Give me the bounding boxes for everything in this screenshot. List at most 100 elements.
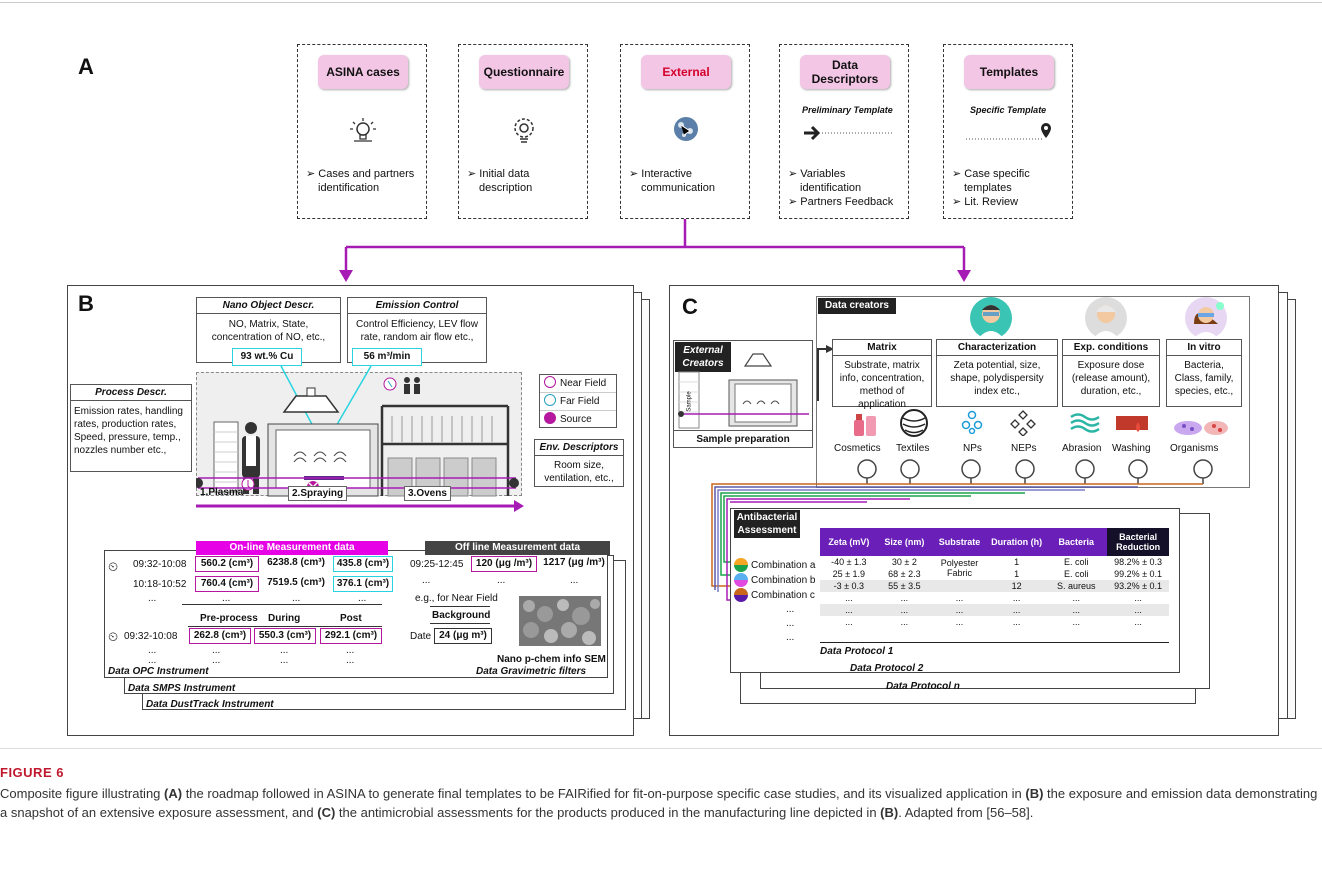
column-in-vitro-text: Bacteria, Class, family, species, etc.,: [1166, 355, 1242, 407]
col-bacteria: Bacteria: [1045, 528, 1108, 556]
phase-post: Post: [340, 613, 362, 624]
column-characterization-text: Zeta potential, size, shape, polydispers…: [936, 355, 1058, 407]
step-title: ASINA cases: [318, 55, 408, 89]
lightbulb-icon: [350, 118, 376, 142]
date-label: Date: [410, 631, 432, 642]
figure-caption: Composite figure illustrating (A) the ro…: [0, 786, 1318, 820]
grav-caption: Data Gravimetric filters: [476, 666, 587, 677]
sample-tag: Sample: [686, 391, 693, 412]
far-field-icon: [544, 394, 556, 406]
legend-near-field: Near Field: [540, 375, 616, 393]
manufacturing-line-illustration: [196, 365, 524, 512]
step-questionnaire: Questionnaire ➢ Initial data description: [458, 44, 588, 219]
sem-image: [519, 596, 601, 646]
step-bullets: ➢ Variables identification➢ Partners Fee…: [788, 168, 894, 208]
step-title: Data Descriptors: [800, 55, 890, 89]
icon-label-abrasion: Abrasion: [1062, 443, 1102, 454]
sample-prep-illustration: [678, 353, 809, 429]
online-value: 376.1 (cm³): [333, 576, 393, 592]
table-row: ..................: [820, 592, 1169, 604]
step-bullets: ➢ Case specific templates➢ Lit. Review: [952, 168, 1030, 208]
stage-plasma: 1.Plasma: [200, 487, 244, 498]
combination-marker-b: [734, 573, 748, 587]
external-creators-label: External Creators: [675, 342, 731, 372]
antibacterial-header: Antibacterial Assessment: [734, 510, 800, 538]
online-header: On-line Measurement data: [196, 541, 388, 555]
col-size: Size (nm): [877, 528, 932, 556]
ellipsis: ...: [280, 655, 289, 666]
phase-value: 550.3 (cm³): [254, 628, 316, 644]
clock-icon: ⏲: [108, 629, 119, 644]
nps-icon: [961, 410, 983, 434]
col-substrate: Substrate: [931, 528, 988, 556]
near-field-icon: [544, 376, 556, 388]
col-reduction: Bacterial Reduction: [1107, 528, 1169, 556]
nano-value: 93 wt.% Cu: [232, 348, 302, 366]
field-legend: Near Field Far Field Source: [539, 374, 617, 428]
protocol-1-label: Data Protocol 1: [820, 646, 894, 657]
ellipsis: ...: [358, 593, 367, 604]
sample-prep-label: Sample preparation: [673, 430, 813, 446]
scientist-avatar-icon: [970, 297, 1012, 340]
combination-marker-a: [734, 558, 748, 572]
panel-label-b: B: [78, 291, 94, 316]
icon-label-cosmetics: Cosmetics: [834, 443, 881, 454]
divider: [820, 642, 1169, 643]
divider: [188, 626, 382, 627]
process-descr-text: Emission rates, handling rates, producti…: [70, 400, 192, 472]
online-time-1: 09:32-10:08: [133, 559, 187, 570]
icon-label-organisms: Organisms: [1170, 443, 1219, 454]
top-rule: [0, 2, 1322, 3]
location-pin-icon: [966, 123, 1051, 140]
instrument-dusttrack: Data DustTrack Instrument: [146, 699, 274, 710]
icon-label-washing: Washing: [1112, 443, 1151, 454]
combination-a: Combination a: [751, 560, 816, 571]
stage-ovens: 3.Ovens: [404, 486, 451, 501]
combination-b: Combination b: [751, 575, 816, 586]
divider: [182, 604, 382, 605]
data-creators-header: Data creators: [818, 298, 896, 314]
clock-icon: ⏲: [108, 559, 119, 574]
step-data-descriptors: Data Descriptors Preliminary Template ➢ …: [779, 44, 909, 219]
neps-icon: [1010, 410, 1036, 436]
offline-value: 120 (μg /m³): [471, 556, 537, 572]
legend-source: Source: [540, 411, 616, 428]
ellipsis: ...: [786, 632, 795, 643]
caption-rule: [0, 748, 1322, 749]
stage-spraying: 2.Spraying: [288, 486, 348, 501]
ellipsis: ...: [212, 655, 221, 666]
online-value: 760.4 (cm³): [195, 576, 259, 592]
step-bullets: ➢ Cases and partners identification: [306, 168, 415, 194]
textiles-icon: [900, 409, 928, 437]
ellipsis: ...: [222, 593, 231, 604]
ellipsis: ...: [280, 645, 289, 656]
source-icon: [544, 412, 556, 424]
bracket-arrow: [817, 345, 834, 401]
phase-time: 09:32-10:08: [124, 631, 178, 642]
instrument-opc: Data OPC Instrument: [108, 666, 209, 677]
emission-value: 56 m³/min: [352, 348, 422, 366]
phase-value: 292.1 (cm³): [320, 628, 382, 644]
offline-value: 1217 (μg /m³): [543, 556, 605, 570]
ellipsis: ...: [497, 575, 506, 586]
column-exp-conditions-text: Exposure dose (release amount), duration…: [1062, 355, 1160, 407]
env-descr-text: Room size, ventilation, etc.,: [534, 455, 624, 487]
airplane-icon: [804, 125, 892, 141]
lab-researcher-avatar-icon: [1185, 297, 1227, 340]
column-matrix-text: Substrate, matrix info, concentration, m…: [832, 355, 932, 410]
step-subtitle: Preliminary Template: [802, 105, 893, 115]
ellipsis: ...: [212, 645, 221, 656]
gear-bulb-icon: [514, 118, 534, 143]
online-value: 560.2 (cm³): [195, 556, 259, 572]
protocol-2-label: Data Protocol 2: [850, 663, 924, 674]
washing-icon: [1116, 416, 1148, 432]
table-row: ..................: [820, 616, 1169, 628]
icon-label-textiles: Textiles: [896, 443, 930, 454]
step-asina-cases: ASINA cases ➢ Cases and partners identif…: [297, 44, 427, 219]
figure-label: FIGURE 6: [0, 765, 64, 780]
phase-pre: Pre-process: [200, 613, 258, 624]
online-value: 435.8 (cm³): [333, 556, 393, 572]
step-external: External ➢ Interactive communication: [620, 44, 750, 219]
